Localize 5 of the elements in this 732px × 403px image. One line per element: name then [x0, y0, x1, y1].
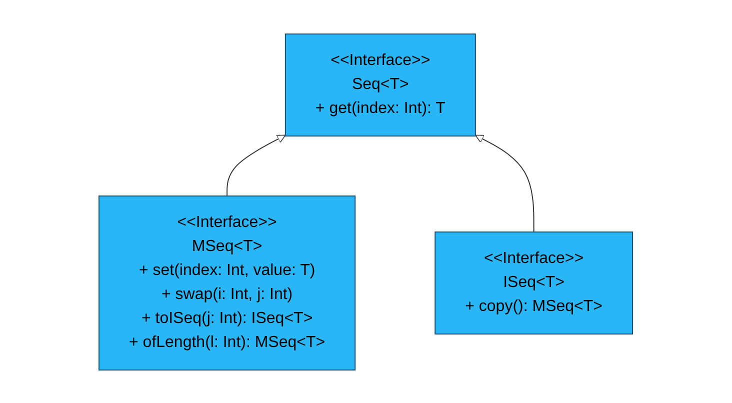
- arrow: [475, 134, 535, 232]
- node-box: <<Interface>> ISeq<T> + copy(): MSeq<T>: [434, 231, 634, 334]
- node-box: <<Interface>> Seq<T> + get(index: Int): T: [285, 33, 476, 136]
- node-box: <<Interface>> MSeq<T> + set(index: Int, value: T) + swap(i: Int, j: Int) + toISeq(j: Int): ISeq<T> + ofLength(l: Int): MSeq<T>: [98, 195, 356, 370]
- arrow: [226, 134, 286, 196]
